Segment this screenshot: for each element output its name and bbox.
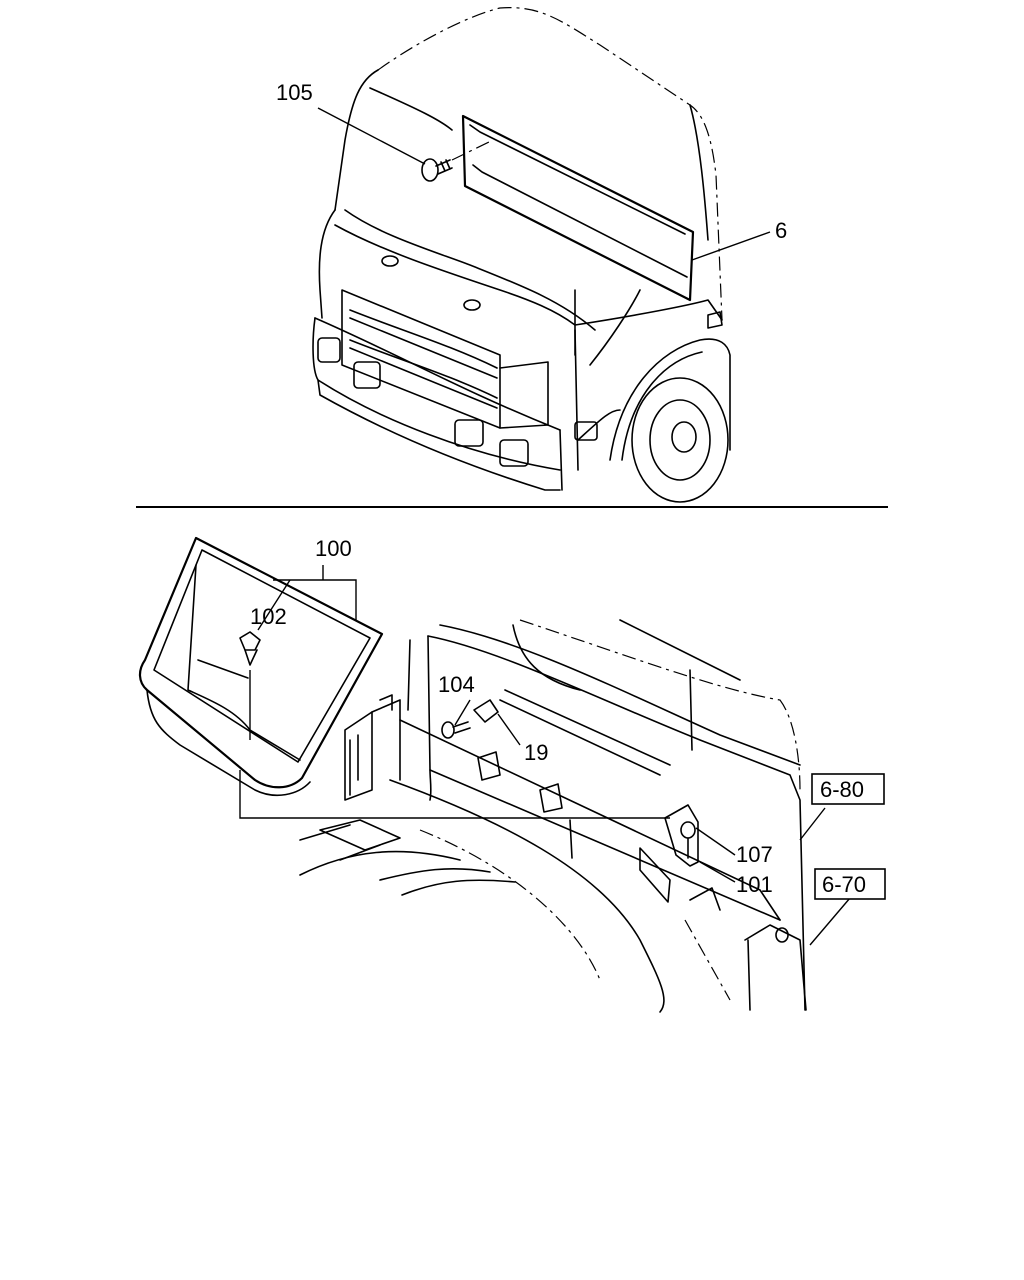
reference-6-80-label: 6-80 — [820, 777, 864, 802]
reference-box-6-70: 6-70 — [814, 868, 886, 900]
screw-105-icon — [421, 158, 453, 182]
truck-cab-illustration — [312, 7, 731, 503]
bolt-107-icon — [680, 821, 696, 859]
callout-105: 105 — [276, 80, 313, 105]
clip-fastener — [775, 927, 789, 943]
callout-6: 6 — [775, 218, 787, 243]
leader-lines — [239, 107, 851, 946]
storage-box-100 — [138, 536, 384, 797]
callout-107: 107 — [736, 842, 773, 867]
clip-19-icon — [473, 699, 499, 723]
clip-102-icon — [239, 631, 261, 666]
reference-6-70-label: 6-70 — [822, 872, 866, 897]
bracket-101 — [639, 804, 807, 1011]
callout-100: 100 — [315, 536, 352, 561]
cab-interior-illustration — [138, 536, 807, 1013]
callout-102: 102 — [250, 604, 287, 629]
screw-104-icon — [441, 721, 471, 739]
callout-19: 19 — [524, 740, 548, 765]
reference-box-6-80: 6-80 — [811, 773, 885, 805]
callout-101: 101 — [736, 872, 773, 897]
callout-104: 104 — [438, 672, 475, 697]
